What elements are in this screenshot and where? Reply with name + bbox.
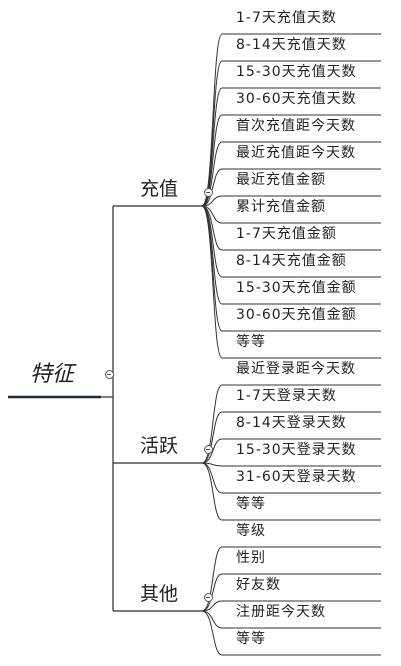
leaf-node[interactable]: 15-30天充值金额 [236,280,357,296]
branch-node-2[interactable]: 其他 [140,583,179,605]
leaf-node[interactable]: 等等 [236,334,266,350]
leaf-node[interactable]: 31-60天登录天数 [236,469,357,485]
leaf-connector [201,610,223,656]
leaf-node[interactable]: 8-14天充值金额 [236,253,347,269]
leaf-connector [201,384,223,464]
leaf-node[interactable]: 30-60天充值天数 [236,91,357,107]
leaf-connector [201,141,223,207]
leaf-node[interactable]: 1-7天登录天数 [236,388,337,404]
leaf-node[interactable]: 最近充值金额 [236,172,326,188]
leaf-connector [201,87,223,207]
leaf-node[interactable]: 最近登录距今天数 [236,361,356,377]
root-collapse-icon[interactable] [104,369,114,379]
leaf-connector [201,411,223,464]
leaf-node[interactable]: 8-14天充值天数 [236,37,347,53]
leaf-node[interactable]: 注册距今天数 [236,604,326,620]
branch-node-0[interactable]: 充值 [140,178,179,200]
leaf-node[interactable]: 30-60天充值金额 [236,307,357,323]
branch-0-collapse-icon[interactable] [203,187,213,197]
leaf-node[interactable]: 累计充值金额 [236,199,326,215]
root-node[interactable]: 特征 [30,362,75,387]
leaf-node[interactable]: 首次充值距今天数 [236,118,356,134]
leaf-node[interactable]: 1-7天充值天数 [236,10,337,26]
branch-2-collapse-icon[interactable] [203,592,213,602]
leaf-connector [201,60,223,207]
leaf-node[interactable]: 8-14天登录天数 [236,415,347,431]
branch-1-collapse-icon[interactable] [203,444,213,454]
leaf-connector [201,205,223,359]
leaf-node[interactable]: 等等 [236,496,266,512]
leaf-connector [201,168,223,207]
leaf-connector [201,573,223,612]
leaf-node[interactable]: 等级 [236,523,266,539]
leaf-node[interactable]: 等等 [236,631,266,647]
leaf-node[interactable]: 性别 [236,550,266,566]
leaf-connector [201,462,223,521]
leaf-connector [201,546,223,612]
leaf-connector [201,600,223,612]
leaf-node[interactable]: 15-30天充值天数 [236,64,357,80]
leaf-connector [201,610,223,629]
leaf-connector [201,438,223,464]
leaf-node[interactable]: 好友数 [236,577,281,593]
leaf-node[interactable]: 1-7天充值金额 [236,226,337,242]
branch-node-1[interactable]: 活跃 [140,435,179,457]
leaf-node[interactable]: 最近充值距今天数 [236,145,356,161]
leaf-node[interactable]: 15-30天登录天数 [236,442,357,458]
leaf-connector [201,195,223,207]
leaf-connector [201,114,223,207]
